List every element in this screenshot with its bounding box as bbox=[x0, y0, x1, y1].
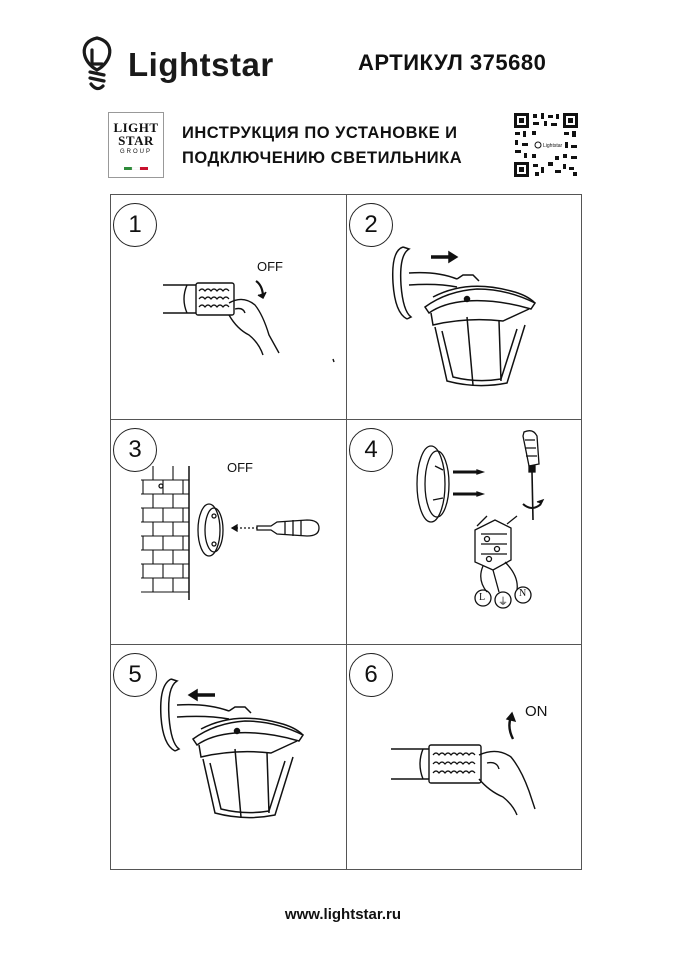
step-3-panel: 3 OFF bbox=[111, 420, 346, 645]
group-logo-line1: LIGHT bbox=[113, 120, 159, 135]
step-number: 4 bbox=[349, 428, 393, 472]
qr-code-icon[interactable]: Lightstar bbox=[513, 112, 579, 178]
step-number: 5 bbox=[113, 653, 157, 697]
switch-state-label: OFF bbox=[257, 259, 283, 274]
remove-lamp-illustration bbox=[391, 246, 537, 387]
step-4-panel: 4 L ⏚ N bbox=[347, 420, 582, 645]
steps-grid: 1 OFF 2 bbox=[110, 194, 582, 870]
attach-lamp-illustration bbox=[159, 678, 305, 819]
switch-state-label: ON bbox=[525, 703, 548, 720]
switch-state-label: OFF bbox=[227, 460, 253, 475]
instruction-title: ИНСТРУКЦИЯ ПО УСТАНОВКЕ И ПОДКЛЮЧЕНИЮ СВ… bbox=[182, 121, 462, 171]
grid-divider-vertical bbox=[346, 195, 347, 869]
step-number: 3 bbox=[113, 428, 157, 472]
switch-on-hand-illustration bbox=[391, 711, 536, 816]
terminal-label-ground: ⏚ bbox=[498, 597, 508, 608]
lightstar-bulb-logo-icon bbox=[82, 36, 112, 91]
step-6-panel: 6 ON bbox=[347, 645, 582, 870]
title-line-1: ИНСТРУКЦИЯ ПО УСТАНОВКЕ И bbox=[182, 124, 458, 142]
terminal-label-n: N bbox=[519, 588, 527, 599]
step-number: 1 bbox=[113, 203, 157, 247]
wiring-connection-illustration bbox=[416, 430, 545, 609]
title-line-2: ПОДКЛЮЧЕНИЮ СВЕТИЛЬНИКА bbox=[182, 149, 463, 167]
mount-bracket-illustration bbox=[141, 466, 320, 600]
article-number: АРТИКУЛ 375680 bbox=[358, 50, 547, 75]
group-logo-line2: STAR bbox=[118, 133, 154, 148]
grid-divider-horizontal bbox=[111, 644, 581, 645]
grid-divider-horizontal bbox=[111, 419, 581, 420]
terminal-label-l: L bbox=[479, 592, 486, 603]
switch-off-hand-illustration bbox=[163, 280, 335, 363]
brand-name: Lightstar bbox=[128, 46, 274, 83]
step-2-panel: 2 bbox=[347, 195, 582, 420]
website-link[interactable]: www.lightstar.ru bbox=[284, 906, 402, 923]
qr-label: Lightstar bbox=[543, 143, 563, 149]
step-number: 6 bbox=[349, 653, 393, 697]
lightstar-group-logo: LIGHT STAR GROUP bbox=[108, 112, 164, 178]
step-5-panel: 5 bbox=[111, 645, 346, 870]
step-1-panel: 1 OFF bbox=[111, 195, 346, 420]
group-logo-line3: GROUP bbox=[119, 149, 152, 155]
italian-flag-icon bbox=[124, 167, 148, 170]
step-number: 2 bbox=[349, 203, 393, 247]
